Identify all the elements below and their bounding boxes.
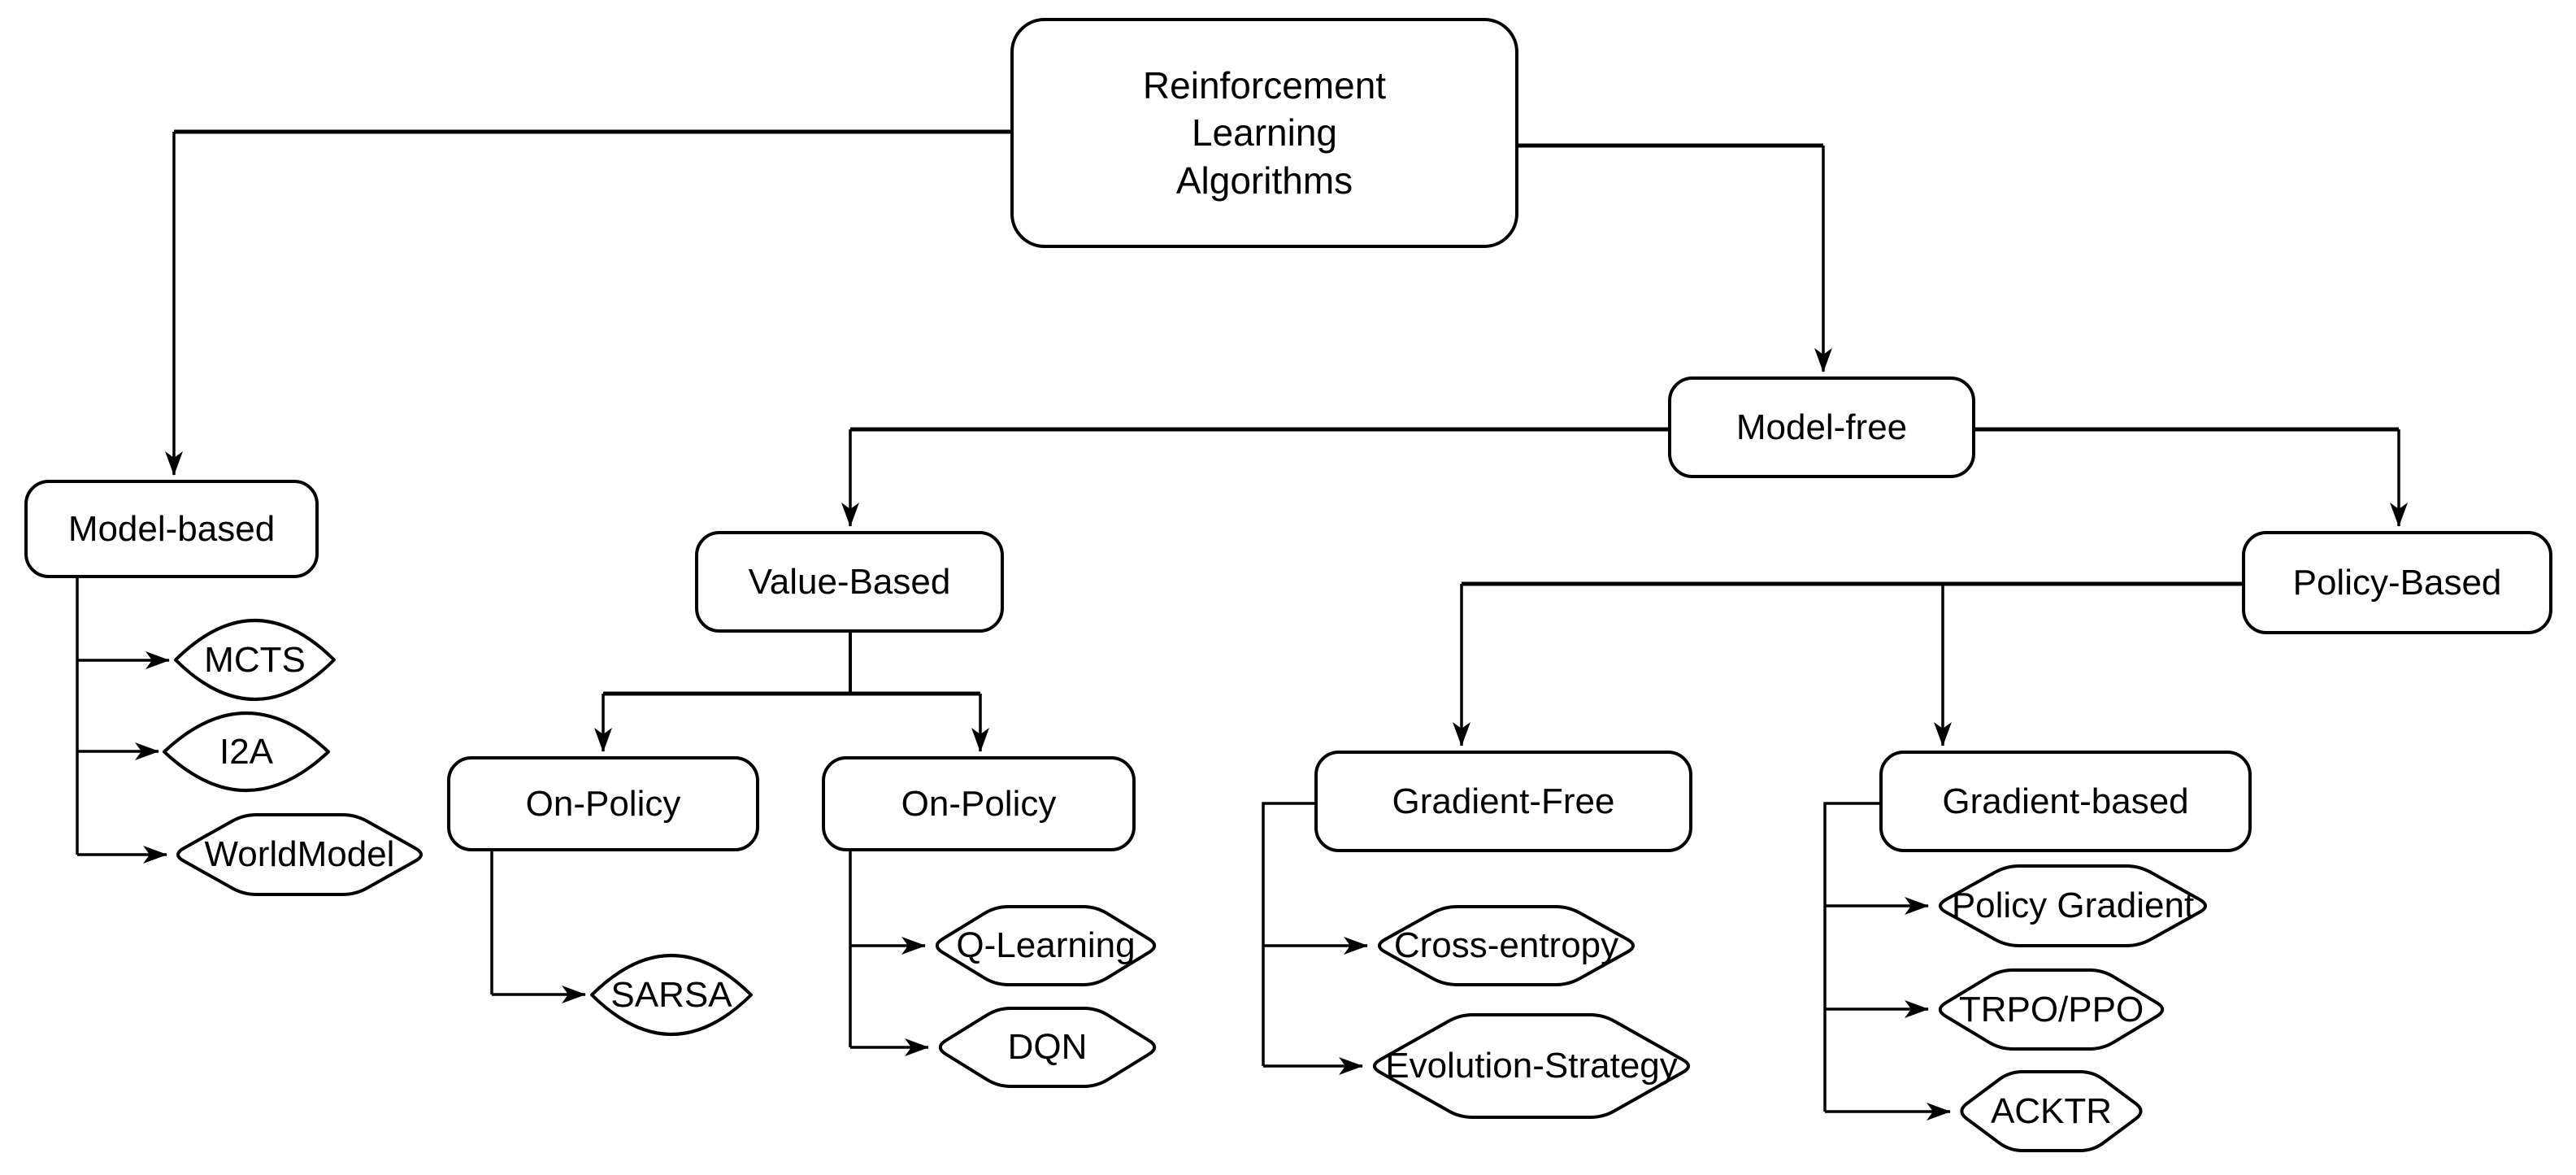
node-sarsa-label: SARSA bbox=[610, 974, 732, 1015]
node-dqn-label: DQN bbox=[1007, 1027, 1088, 1068]
node-acktr: ACKTR bbox=[1957, 1070, 2146, 1152]
node-trpo-ppo: TRPO/PPO bbox=[1935, 968, 2168, 1051]
node-policy-gradient-label: Policy Gradient bbox=[1951, 886, 2195, 926]
node-worldmodel: WorldModel bbox=[172, 813, 427, 896]
lens-shape-outline bbox=[590, 954, 753, 1036]
node-on-policy-right: On-Policy bbox=[822, 756, 1136, 851]
node-policy-based: Policy-Based bbox=[2242, 531, 2552, 634]
node-model-free-label: Model-free bbox=[1735, 407, 1908, 447]
node-gradient-free: Gradient-Free bbox=[1314, 751, 1692, 852]
node-mcts: MCTS bbox=[174, 619, 336, 701]
node-gradient-based: Gradient-based bbox=[1879, 751, 2252, 852]
node-trpo-ppo-label: TRPO/PPO bbox=[1958, 989, 2144, 1029]
hex-shape-outline bbox=[935, 905, 1157, 986]
node-policy-based-label: Policy-Based bbox=[2292, 562, 2502, 603]
node-cross-entropy: Cross-entropy bbox=[1374, 905, 1639, 986]
bracket-gradient-free bbox=[1262, 802, 1314, 1066]
node-evolution-strategy: Evolution-Strategy bbox=[1369, 1013, 1694, 1119]
node-sarsa: SARSA bbox=[590, 954, 753, 1036]
node-worldmodel-label: WorldModel bbox=[204, 834, 395, 875]
node-value-based-label: Value-Based bbox=[748, 561, 951, 602]
node-value-based: Value-Based bbox=[695, 531, 1004, 633]
node-root-label: Reinforcement Learning Algorithms bbox=[1142, 63, 1387, 202]
node-q-learning: Q-Learning bbox=[932, 905, 1160, 986]
node-acktr-label: ACKTR bbox=[1990, 1090, 2113, 1131]
node-model-free: Model-free bbox=[1668, 376, 1975, 478]
node-dqn: DQN bbox=[935, 1007, 1160, 1088]
node-cross-entropy-label: Cross-entropy bbox=[1393, 925, 1619, 966]
hex-shape-outline bbox=[1372, 1013, 1691, 1119]
node-evolution-strategy-label: Evolution-Strategy bbox=[1385, 1046, 1678, 1086]
hex-shape-outline bbox=[1378, 905, 1635, 986]
node-root: Reinforcement Learning Algorithms bbox=[1010, 18, 1518, 248]
node-i2a: I2A bbox=[163, 712, 330, 792]
hex-shape-outline bbox=[938, 1007, 1157, 1088]
node-model-based-label: Model-based bbox=[67, 508, 276, 549]
hex-shape-outline bbox=[176, 813, 423, 896]
node-gradient-free-label: Gradient-Free bbox=[1392, 781, 1615, 821]
lens-shape-outline bbox=[163, 712, 330, 792]
hex-shape-outline bbox=[1939, 864, 2207, 947]
node-model-based: Model-based bbox=[24, 480, 319, 578]
node-gradient-based-label: Gradient-based bbox=[1942, 781, 2189, 821]
node-on-policy-left-label: On-Policy bbox=[525, 783, 681, 824]
hex-shape-outline bbox=[1938, 968, 2165, 1051]
node-on-policy-right-label: On-Policy bbox=[901, 783, 1057, 824]
lens-shape-outline bbox=[174, 619, 336, 701]
node-i2a-label: I2A bbox=[219, 731, 274, 772]
node-policy-gradient: Policy Gradient bbox=[1935, 864, 2211, 947]
node-q-learning-label: Q-Learning bbox=[956, 925, 1136, 966]
node-on-policy-left: On-Policy bbox=[447, 756, 759, 851]
node-mcts-label: MCTS bbox=[204, 639, 306, 680]
bracket-gradient-based bbox=[1823, 802, 1879, 1112]
hex-shape-outline bbox=[1960, 1070, 2143, 1152]
